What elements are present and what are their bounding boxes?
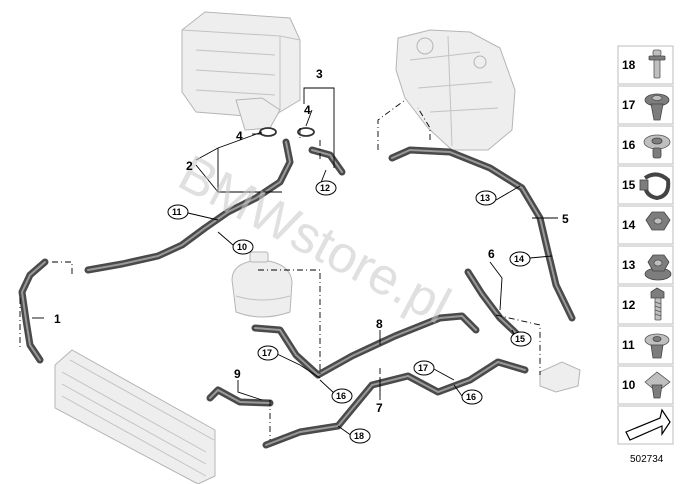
housing-ghost <box>395 29 516 151</box>
callout-8: 8 <box>376 317 383 331</box>
legend-label-12: 12 <box>622 298 636 312</box>
legend-label-14: 14 <box>622 218 636 232</box>
callout-6: 6 <box>488 247 495 261</box>
svg-text:13: 13 <box>480 193 490 203</box>
svg-text:16: 16 <box>466 392 476 402</box>
circle-callout-13: 13 <box>475 190 497 206</box>
o-ring-right <box>297 127 315 137</box>
collar-nut-icon <box>644 254 672 281</box>
pump-ghost <box>539 361 581 393</box>
hose-9 <box>206 386 274 407</box>
legend-label-13: 13 <box>622 258 636 272</box>
o-ring-left <box>259 127 277 137</box>
push-rivet-icon <box>648 49 666 79</box>
circled-callouts: 11 10 12 13 14 15 17 16 <box>167 180 532 444</box>
svg-text:18: 18 <box>354 431 364 441</box>
legend-label-16: 16 <box>622 138 636 152</box>
direction-arrow-icon <box>625 408 671 441</box>
svg-text:16: 16 <box>336 391 346 401</box>
svg-text:12: 12 <box>320 183 330 193</box>
legend-cell-11 <box>617 325 674 365</box>
plug-in-nut-icon <box>644 333 670 359</box>
svg-text:17: 17 <box>262 348 272 358</box>
circle-callout-18: 18 <box>349 428 371 444</box>
svg-text:15: 15 <box>515 334 525 344</box>
callout-1: 1 <box>54 312 61 326</box>
hose-5 <box>388 146 576 322</box>
plug-in-clip-icon <box>643 134 671 159</box>
fastener-legend: 18 17 16 15 14 13 12 11 10 <box>617 45 674 465</box>
circle-callout-12: 12 <box>315 180 337 196</box>
legend-label-11: 11 <box>622 338 635 352</box>
hose-8 <box>251 312 480 379</box>
callout-4-right: 4 <box>304 103 311 117</box>
spring-nut-icon <box>644 371 671 399</box>
legend-cell-18 <box>617 45 674 85</box>
hose-3 <box>308 146 346 176</box>
electronic-module-ghost <box>181 11 301 131</box>
circle-callout-16-left: 16 <box>331 388 353 404</box>
diagram-id: 502734 <box>630 454 664 465</box>
circle-callout-10: 10 <box>232 239 254 255</box>
circle-callout-16-right: 16 <box>461 389 483 405</box>
callout-9: 9 <box>234 367 241 381</box>
callout-2: 2 <box>186 159 193 173</box>
svg-text:17: 17 <box>418 363 428 373</box>
circle-callout-17-right: 17 <box>413 360 435 376</box>
circle-callout-14: 14 <box>509 251 531 267</box>
hose-6 <box>464 268 522 339</box>
expanding-clip-icon <box>644 93 670 121</box>
callout-4-left: 4 <box>236 129 243 143</box>
watermark: BMWstore.pl <box>169 144 459 335</box>
hose-clamp-icon <box>639 172 671 201</box>
leader-lines <box>32 87 558 437</box>
svg-text:14: 14 <box>514 254 524 264</box>
hex-nut-icon <box>645 211 671 231</box>
hose-1 <box>18 258 49 364</box>
legend-label-17: 17 <box>622 98 636 112</box>
callout-5: 5 <box>562 212 569 226</box>
screw-icon <box>650 287 665 321</box>
radiator-ghost <box>54 349 216 484</box>
legend-label-18: 18 <box>622 58 636 72</box>
expansion-tank-ghost <box>231 251 293 318</box>
legend-label-10: 10 <box>622 378 636 392</box>
hose-7 <box>262 358 529 449</box>
legend-label-15: 15 <box>622 178 636 192</box>
callouts: 1 2 3 4 4 5 6 7 8 9 <box>54 67 569 415</box>
svg-text:10: 10 <box>237 242 247 252</box>
callout-3: 3 <box>316 67 323 81</box>
callout-7: 7 <box>376 401 383 415</box>
svg-text:11: 11 <box>172 207 182 217</box>
circle-callout-17-left: 17 <box>257 345 279 361</box>
circle-callout-15: 15 <box>510 331 532 347</box>
circle-callout-11: 11 <box>167 204 189 220</box>
